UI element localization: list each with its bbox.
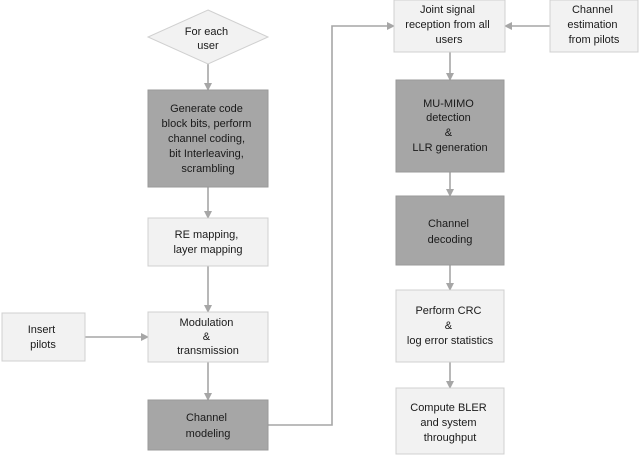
- node-insert-pilots: Insert pilots: [1, 312, 86, 362]
- node-compute-bler: Compute BLER and system throughput: [395, 387, 505, 455]
- node-label: Compute BLER and system throughput: [410, 402, 490, 444]
- node-label: Insert pilots: [28, 324, 59, 351]
- node-label: Modulation & transmission: [177, 317, 239, 357]
- node-label: Channel modeling: [186, 412, 231, 440]
- connectors: [85, 22, 550, 426]
- node-modulation: Modulation & transmission: [147, 311, 269, 363]
- node-label: Generate code block bits, perform channe…: [162, 103, 255, 175]
- node-mu-mimo: MU-MIMO detection & LLR generation: [395, 79, 505, 173]
- node-channel-modeling: Channel modeling: [147, 399, 269, 451]
- node-re-mapping: RE mapping, layer mapping: [147, 217, 269, 267]
- node-label: RE mapping, layer mapping: [173, 229, 242, 256]
- node-channel-decoding: Channel decoding: [395, 195, 505, 266]
- node-label: Joint signal reception from all users: [405, 4, 492, 46]
- node-channel-estimation: Channel estimation from pilots: [549, 0, 639, 53]
- node-for-each-user: For each user: [146, 9, 270, 65]
- node-label: Channel estimation from pilots: [567, 4, 620, 46]
- node-label: Perform CRC & log error statistics: [407, 305, 494, 347]
- node-label: MU-MIMO detection & LLR generation: [412, 98, 487, 154]
- node-perform-crc: Perform CRC & log error statistics: [395, 289, 505, 363]
- node-label: For each user: [185, 26, 231, 52]
- node-label: Channel decoding: [428, 218, 473, 246]
- node-joint-reception: Joint signal reception from all users: [393, 0, 506, 53]
- node-generate-code: Generate code block bits, perform channe…: [147, 89, 269, 188]
- arrow-channel-modeling-to-joint-reception: [268, 22, 395, 426]
